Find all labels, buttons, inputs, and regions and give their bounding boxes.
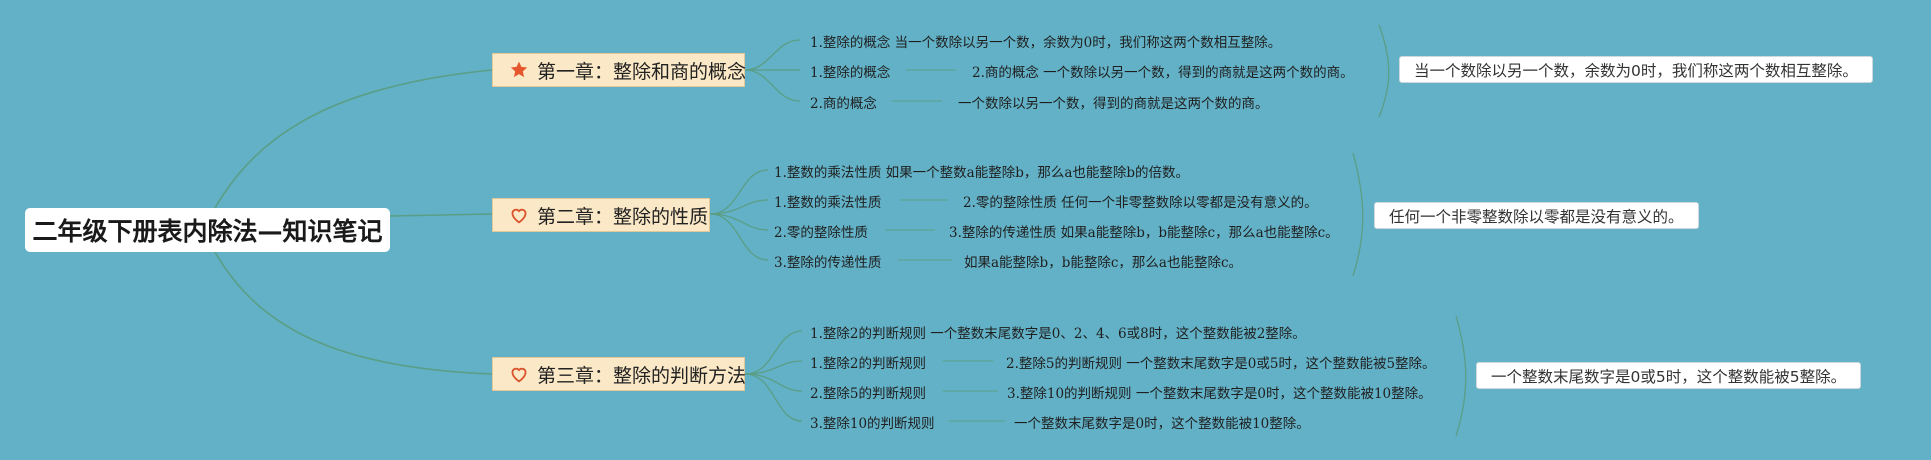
heart-icon bbox=[509, 365, 529, 383]
chapter-2-summary[interactable]: 任何一个非零整数除以零都是没有意义的。 bbox=[1374, 202, 1699, 229]
chapter-2-item-5[interactable]: 3.整除的传递性质 如果a能整除b，b能整除c，那么a也能整除c。 bbox=[949, 225, 1339, 241]
chapter-3-item-7[interactable]: 一个整数末尾数字是0时，这个整数能被10整除。 bbox=[1014, 416, 1310, 432]
chapter-1-item-5[interactable]: 一个数除以另一个数，得到的商就是这两个数的商。 bbox=[958, 96, 1269, 112]
chapter-3-item-6[interactable]: 3.整除10的判断规则 bbox=[810, 416, 935, 432]
chapter-1-item-3[interactable]: 2.商的概念 一个数除以另一个数，得到的商就是这两个数的商。 bbox=[972, 65, 1354, 81]
chapter-1-summary[interactable]: 当一个数除以另一个数，余数为0时，我们称这两个数相互整除。 bbox=[1399, 56, 1873, 83]
chapter-3-node[interactable]: 第三章：整除的判断方法 bbox=[492, 357, 747, 391]
chapter-2-item-7[interactable]: 如果a能整除b，b能整除c，那么a也能整除c。 bbox=[964, 255, 1243, 271]
chapter-2-item-2[interactable]: 1.整数的乘法性质 bbox=[774, 195, 882, 211]
chapter-1-item-4[interactable]: 2.商的概念 bbox=[810, 96, 877, 112]
chapter-2-node[interactable]: 第二章：整除的性质 bbox=[492, 198, 710, 232]
chapter-3-item-3[interactable]: 2.整除5的判断规则 一个整数末尾数字是0或5时，这个整数能被5整除。 bbox=[1006, 356, 1436, 372]
heart-icon bbox=[509, 206, 529, 224]
chapter-1-title: 第一章：整除和商的概念 bbox=[537, 60, 747, 83]
chapter-3-item-4[interactable]: 2.整除5的判断规则 bbox=[810, 386, 926, 402]
chapter-2-item-1[interactable]: 1.整数的乘法性质 如果一个整数a能整除b，那么a也能整除b的倍数。 bbox=[774, 165, 1190, 181]
chapter-1-item-2[interactable]: 1.整除的概念 bbox=[810, 65, 891, 81]
chapter-1-item-1[interactable]: 1.整除的概念 当一个数除以另一个数，余数为0时，我们称这两个数相互整除。 bbox=[810, 35, 1282, 51]
chapter-3-item-1[interactable]: 1.整除2的判断规则 一个整数末尾数字是0、2、4、6或8时，这个整数能被2整除… bbox=[810, 326, 1306, 342]
chapter-3-item-5[interactable]: 3.整除10的判断规则 一个整数末尾数字是0时，这个整数能被10整除。 bbox=[1007, 386, 1432, 402]
chapter-2-item-3[interactable]: 2.零的整除性质 任何一个非零整数除以零都是没有意义的。 bbox=[963, 195, 1318, 211]
chapter-3-item-2[interactable]: 1.整除2的判断规则 bbox=[810, 356, 926, 372]
chapter-2-item-4[interactable]: 2.零的整除性质 bbox=[774, 225, 868, 241]
chapter-3-summary[interactable]: 一个整数末尾数字是0或5时，这个整数能被5整除。 bbox=[1476, 362, 1862, 389]
chapter-3-title: 第三章：整除的判断方法 bbox=[537, 364, 747, 387]
root-topic[interactable]: 二年级下册表内除法—知识笔记 bbox=[25, 208, 390, 252]
chapter-1-node[interactable]: 第一章：整除和商的概念 bbox=[492, 53, 747, 87]
chapter-2-item-6[interactable]: 3.整除的传递性质 bbox=[774, 255, 882, 271]
star-icon bbox=[509, 60, 529, 80]
chapter-2-title: 第二章：整除的性质 bbox=[537, 205, 709, 228]
